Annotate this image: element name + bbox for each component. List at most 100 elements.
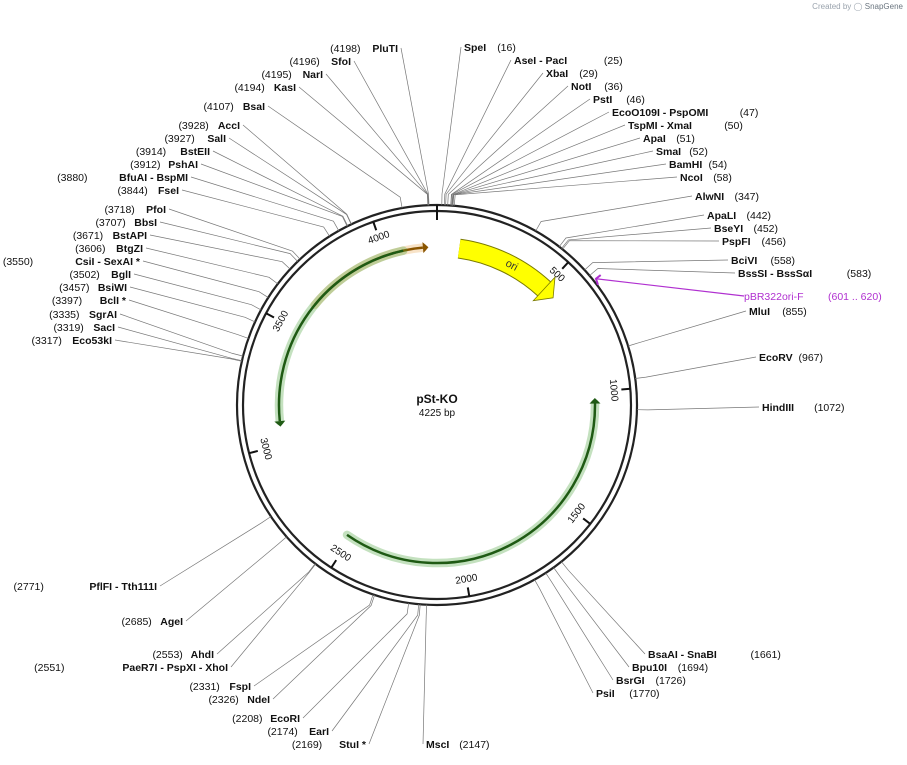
site-name: HindIII (762, 402, 794, 414)
site-leader-line (216, 563, 316, 655)
site-position: (1072) (814, 402, 844, 414)
site-position: (51) (676, 133, 695, 145)
site-leader-line (253, 594, 374, 687)
site-leader-line (230, 563, 316, 668)
site-leader-line (228, 137, 352, 225)
site-leader-line (149, 234, 291, 270)
site-name: SpeI (464, 42, 486, 54)
site-position: (58) (713, 172, 732, 184)
site-name: BssSI - BssSαI (738, 268, 812, 280)
site-name: AgeI (160, 616, 183, 628)
site-leader-line (298, 86, 429, 206)
site-name: BamHI (669, 159, 702, 171)
site-leader-line (422, 604, 428, 745)
site-leader-line (159, 516, 272, 587)
site-leader-line (200, 163, 348, 227)
site-leader-line (114, 339, 242, 362)
site-name: SalI (207, 133, 226, 145)
site-position: (2685) (121, 616, 151, 628)
site-position: (4107) (203, 101, 233, 113)
site-position: (2331) (189, 681, 219, 693)
site-name: BtgZI (116, 243, 143, 255)
site-leader-line (400, 47, 430, 206)
site-position: (4198) (330, 43, 360, 55)
site-name: EcoRI (270, 713, 300, 725)
site-leader-line (168, 208, 301, 260)
site-name: PluTI (372, 43, 398, 55)
site-position: (4196) (289, 56, 319, 68)
site-leader-line (185, 536, 287, 622)
site-position: (3335) (49, 309, 79, 321)
ori-label: ori (503, 257, 519, 273)
orange-feature-arrow (313, 246, 424, 306)
site-name: ApaI (643, 133, 666, 145)
backbone-tick (248, 449, 259, 455)
tick-label: 1500 (566, 501, 589, 526)
site-leader-line (181, 189, 330, 237)
ori-arrowhead (532, 275, 556, 302)
site-name: BsrGI (616, 675, 645, 687)
site-position: (50) (724, 120, 743, 132)
site-name: FseI (158, 185, 179, 197)
site-leader-line (129, 286, 256, 323)
site-position: (16) (497, 42, 516, 54)
site-position: (3606) (75, 243, 105, 255)
site-position: (855) (782, 306, 807, 318)
site-name: PflFI - Tth111I (89, 581, 157, 593)
site-position: (3502) (69, 269, 99, 281)
site-name: AseI - PacI (514, 55, 567, 67)
site-name: BstEII (180, 146, 210, 158)
site-position: (2147) (459, 739, 489, 751)
site-name: PaeR7I - PspXI - XhoI (122, 662, 228, 674)
site-name: BclI * (100, 295, 127, 307)
site-leader-line (331, 604, 420, 732)
site-name: Bpu10I (632, 662, 667, 674)
site-name: PspFI (722, 236, 751, 248)
plasmid-size: 4225 bp (419, 408, 456, 419)
site-leader-line (561, 561, 646, 655)
site-leader-line (627, 310, 747, 347)
site-position: (2169) (292, 739, 322, 751)
site-position: (1726) (656, 675, 686, 687)
site-position: (3880) (57, 172, 87, 184)
site-position: (456) (762, 236, 787, 248)
site-position: (52) (689, 146, 708, 158)
site-name: BfuAI - BspMI (119, 172, 188, 184)
site-leader-line (584, 259, 729, 271)
site-name: XbaI (546, 68, 568, 80)
site-position: (1694) (678, 662, 708, 674)
backbone-tick (265, 312, 275, 319)
site-name: PstI (593, 94, 612, 106)
site-name: EcoO109I - PspOMI (612, 107, 708, 119)
tick-label: 1000 (607, 379, 620, 403)
site-position: (3914) (136, 146, 166, 158)
backbone-tick (330, 559, 338, 569)
site-position: (36) (604, 81, 623, 93)
site-name: AhdI (191, 649, 214, 661)
site-position: (3718) (104, 204, 134, 216)
site-name: FspI (229, 681, 251, 693)
site-leader-line (562, 240, 720, 250)
site-name: EarI (309, 726, 329, 738)
site-position: (2771) (14, 581, 44, 593)
site-position: (558) (771, 255, 796, 267)
site-leader-line (453, 176, 678, 206)
site-position: (2174) (267, 726, 297, 738)
site-leader-line (452, 163, 667, 206)
site-leader-line (561, 227, 712, 249)
site-leader-line (128, 299, 249, 339)
site-leader-line (545, 572, 614, 681)
site-name: KasI (274, 82, 296, 94)
site-leader-line (558, 214, 705, 247)
site-position: (3928) (178, 120, 208, 132)
site-position: (452) (754, 223, 779, 235)
site-name: BsiWI (98, 282, 127, 294)
site-position: (29) (579, 68, 598, 80)
site-name: BbsI (134, 217, 157, 229)
site-name: NarI (303, 69, 324, 81)
site-leader-line (159, 221, 298, 262)
site-leader-line (534, 579, 594, 694)
site-name: SfoI (331, 56, 351, 68)
site-leader-line (212, 150, 349, 227)
backbone-tick (372, 221, 378, 231)
